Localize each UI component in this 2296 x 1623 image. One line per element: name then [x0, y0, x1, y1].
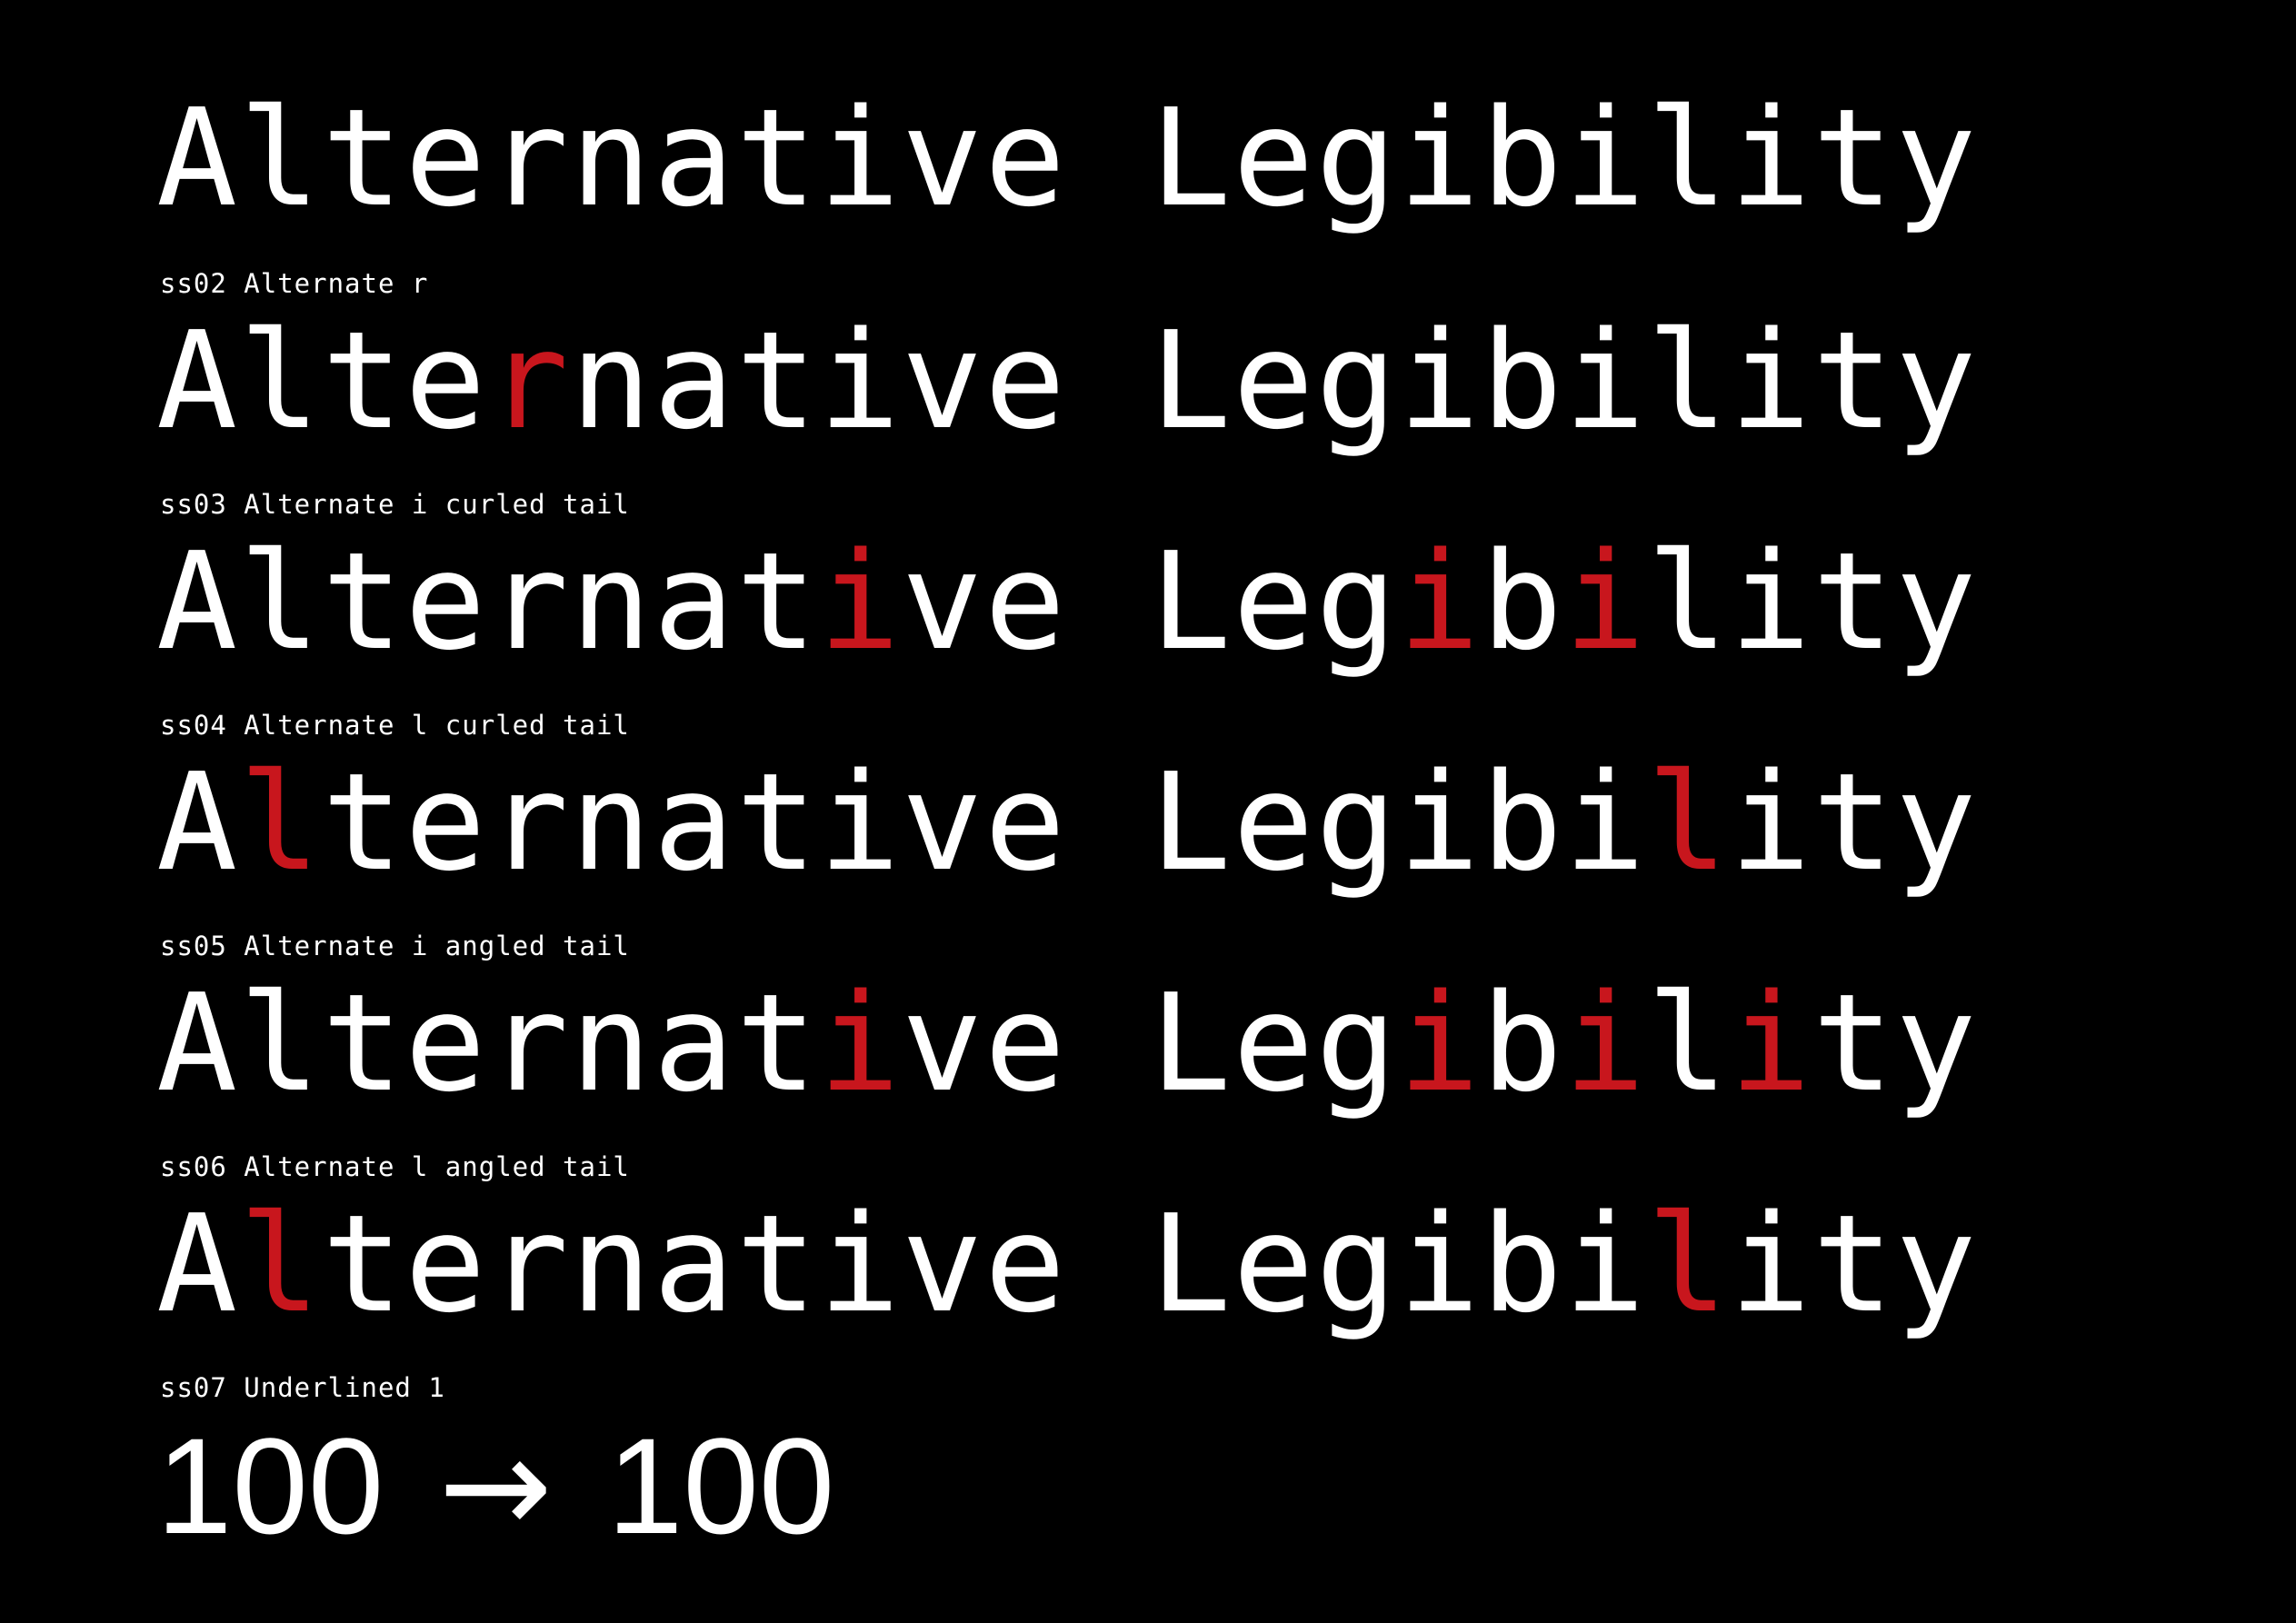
text-segment: ity: [1729, 1186, 1979, 1342]
text-segment: l: [1646, 965, 1730, 1121]
caption-ss07: ss07 Underlined 1: [160, 1372, 445, 1403]
text-segment: ty: [1812, 965, 1979, 1121]
specimen-line-ss05: Alternative Legibility: [156, 976, 1978, 1110]
text-segment: ve Leg: [901, 965, 1399, 1121]
text-segment: ternative Legibi: [322, 744, 1647, 901]
caption-ss03: ss03 Alternate i curled tail: [160, 489, 630, 520]
text-segment: Alternative Legibility: [156, 80, 1979, 236]
highlighted-glyph: l: [239, 744, 323, 901]
highlighted-glyph: i: [818, 965, 902, 1121]
specimen-line-ss03: Alternative Legibility: [156, 534, 1978, 669]
text-segment: A: [156, 1186, 240, 1342]
highlighted-glyph: l: [1646, 1186, 1730, 1342]
text-segment: Alternat: [156, 965, 819, 1121]
number-default: 100: [156, 1409, 384, 1562]
numbers-line-ss07: 100→100: [156, 1418, 834, 1555]
caption-ss02: ss02 Alternate r: [160, 268, 429, 299]
highlighted-glyph: i: [818, 523, 902, 680]
highlighted-glyph: l: [1646, 744, 1730, 901]
specimen-line-default: Alternative Legibility: [156, 91, 1978, 225]
text-segment: native Legibility: [570, 303, 1979, 459]
specimen-line-ss06: Alternative Legibility: [156, 1197, 1978, 1331]
text-segment: ternative Legibi: [322, 1186, 1647, 1342]
highlighted-glyph: r: [487, 303, 571, 459]
specimen-line-ss02: Alternative Legibility: [156, 314, 1978, 448]
highlighted-glyph: i: [1730, 965, 1813, 1121]
highlighted-glyph: i: [1563, 965, 1647, 1121]
text-segment: b: [1481, 965, 1564, 1121]
text-segment: ity: [1729, 744, 1979, 901]
caption-ss06: ss06 Alternate l angled tail: [160, 1151, 630, 1182]
specimen-line-ss04: Alternative Legibility: [156, 755, 1978, 890]
highlighted-glyph: i: [1398, 523, 1482, 680]
highlighted-glyph: i: [1563, 523, 1647, 680]
text-segment: Alte: [156, 303, 488, 459]
text-segment: Alternat: [156, 523, 819, 680]
text-segment: ve Leg: [901, 523, 1399, 680]
highlighted-glyph: l: [239, 1186, 323, 1342]
arrow-right-icon: →: [438, 1408, 553, 1566]
caption-ss04: ss04 Alternate l curled tail: [160, 710, 630, 741]
text-segment: lity: [1646, 523, 1979, 680]
number-underlined-one: 100: [606, 1409, 835, 1562]
type-specimen: Alternative Legibility ss02 Alternate r …: [156, 0, 2247, 1623]
text-segment: A: [156, 744, 240, 901]
highlighted-glyph: i: [1398, 965, 1482, 1121]
text-segment: b: [1481, 523, 1564, 680]
caption-ss05: ss05 Alternate i angled tail: [160, 931, 630, 961]
